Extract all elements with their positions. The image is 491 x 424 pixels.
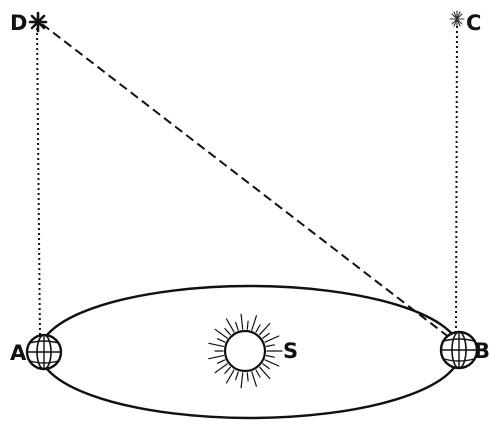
sun-ray xyxy=(267,345,275,347)
sun-ray xyxy=(252,316,257,330)
sun-ray xyxy=(247,373,248,381)
sun-ray xyxy=(225,367,230,373)
sun-ray xyxy=(209,356,224,359)
sun-ray xyxy=(256,325,260,332)
sun-ray xyxy=(218,360,225,363)
sun-ray xyxy=(227,370,235,383)
star-d-icon xyxy=(30,13,46,31)
label-d: D xyxy=(10,11,27,35)
earth-a-globe-icon xyxy=(27,335,61,369)
sun-ray xyxy=(236,372,239,380)
sun-ray xyxy=(252,372,257,386)
sun-ray xyxy=(215,364,227,373)
star-c-icon xyxy=(450,11,464,27)
sun-ray xyxy=(260,324,270,335)
sun-ray xyxy=(218,339,225,342)
sun-ray xyxy=(215,329,227,338)
sun-ray xyxy=(227,319,235,332)
sun-ray xyxy=(263,333,270,338)
sun-ray xyxy=(209,343,224,346)
sun-ray xyxy=(265,360,279,366)
sun-ray xyxy=(241,314,243,329)
sun-ray xyxy=(225,329,230,335)
sun-ray xyxy=(236,323,239,331)
sun-ray xyxy=(263,364,270,369)
label-c: C xyxy=(466,11,481,35)
sun-ray xyxy=(256,370,260,377)
label-a: A xyxy=(10,341,27,365)
earth-b-globe-icon xyxy=(441,332,477,368)
sight-line-a-to-d xyxy=(37,28,40,338)
label-b: B xyxy=(474,339,490,363)
sun-ray xyxy=(241,373,243,388)
sight-line-b-to-d xyxy=(42,24,450,338)
sun-ray xyxy=(265,336,279,342)
sun-ray xyxy=(267,356,275,358)
sight-line-b-to-c xyxy=(456,26,457,334)
sun-icon xyxy=(209,314,282,388)
sun-ray xyxy=(260,367,270,378)
sun-ray xyxy=(247,321,248,329)
label-s: S xyxy=(283,339,298,363)
